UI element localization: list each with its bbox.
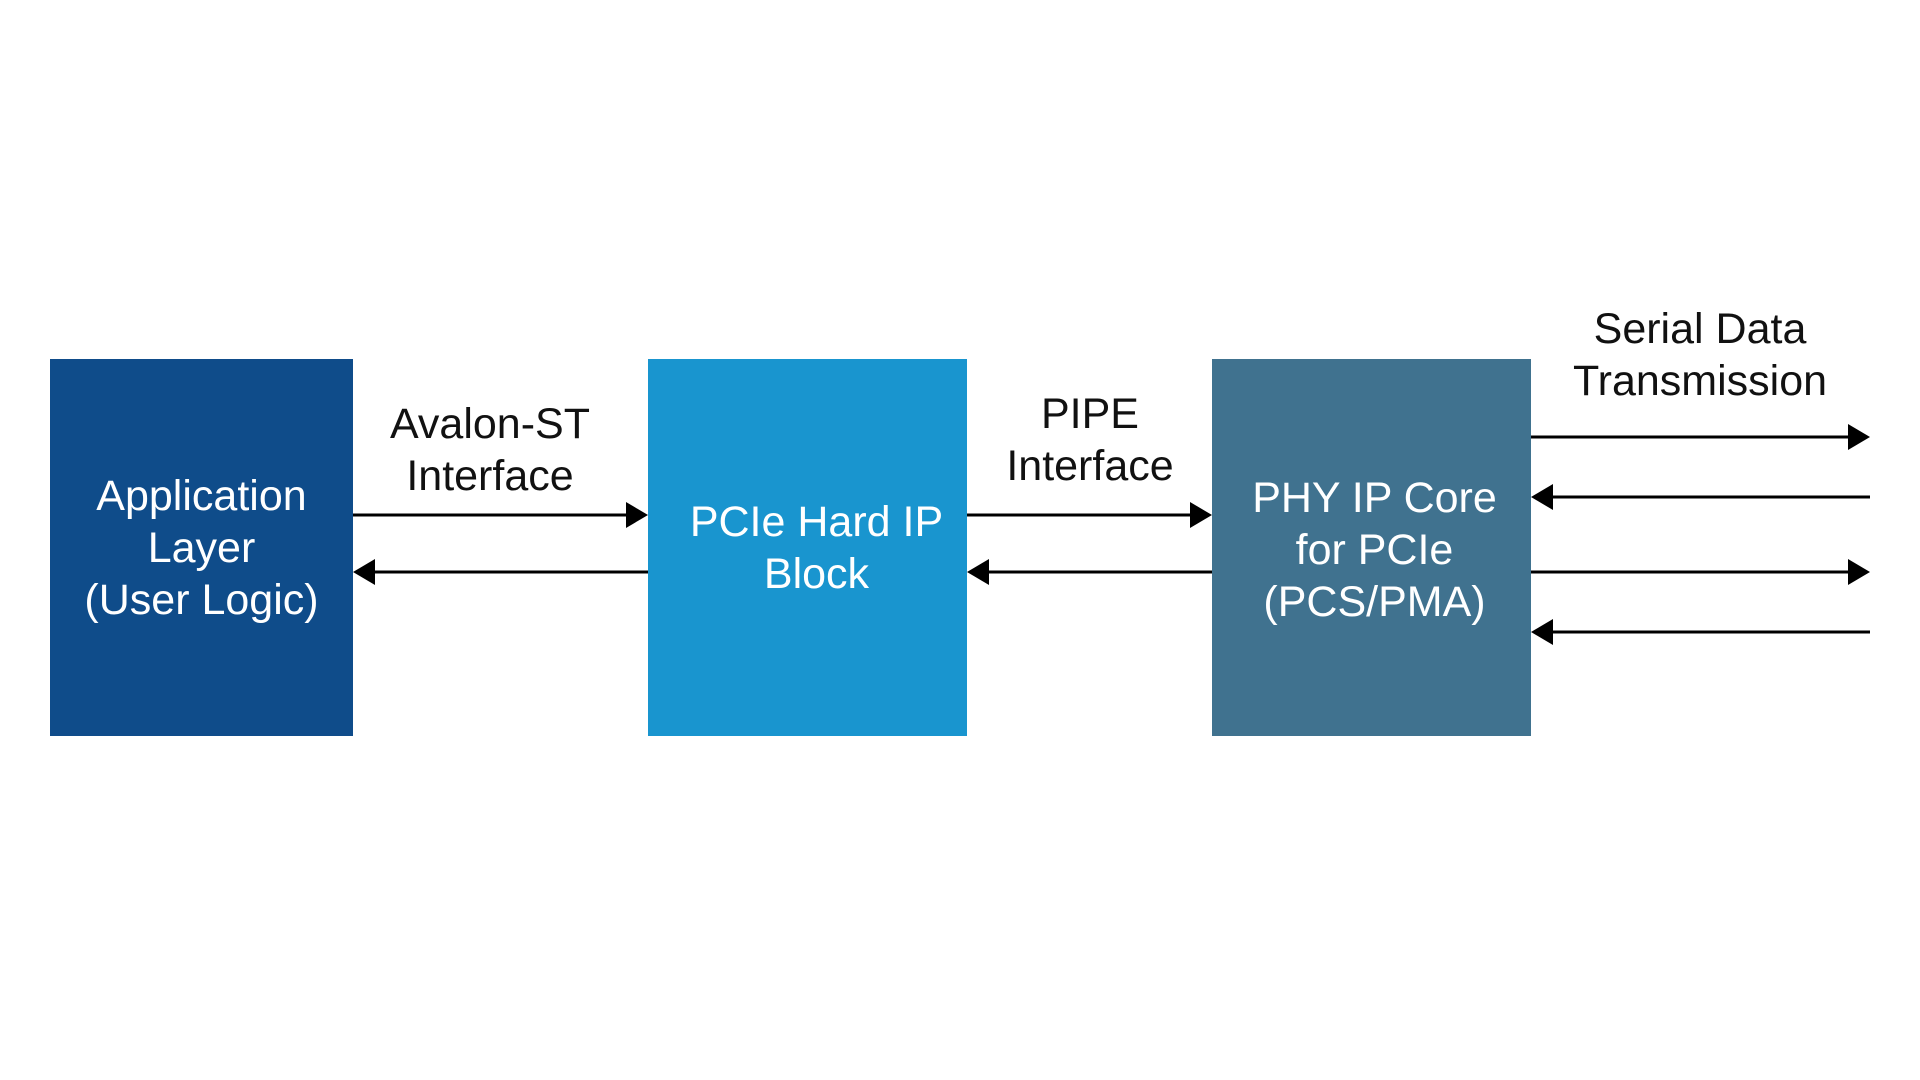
phy-ip-core-label: PHY IP Core for PCIe (PCS/PMA) [1252,473,1497,626]
application-layer-block: Application Layer (User Logic) [50,359,353,736]
pcie-hard-ip-label: PCIe Hard IP Block [689,497,944,598]
phy-ip-core-block: PHY IP Core for PCIe (PCS/PMA) [1212,359,1531,736]
hip-to-app-arrowhead [353,559,375,585]
serial-rx-arrowhead-2 [1531,619,1553,645]
hip-to-phy-arrowhead [1190,502,1212,528]
pcie-hard-ip-block: PCIe Hard IP Block [648,359,967,736]
avalon-st-interface-label: Avalon-ST Interface [390,400,590,500]
application-layer-label: Application Layer (User Logic) [84,471,319,624]
serial-tx-arrowhead-2 [1848,559,1870,585]
app-to-hip-arrowhead [626,502,648,528]
serial-data-transmission-label: Serial Data Transmission [1572,305,1828,405]
serial-tx-arrowhead-1 [1848,424,1870,450]
pipe-interface-label: PIPE Interface [1006,390,1174,490]
serial-rx-arrowhead-1 [1531,484,1553,510]
phy-to-hip-arrowhead [967,559,989,585]
